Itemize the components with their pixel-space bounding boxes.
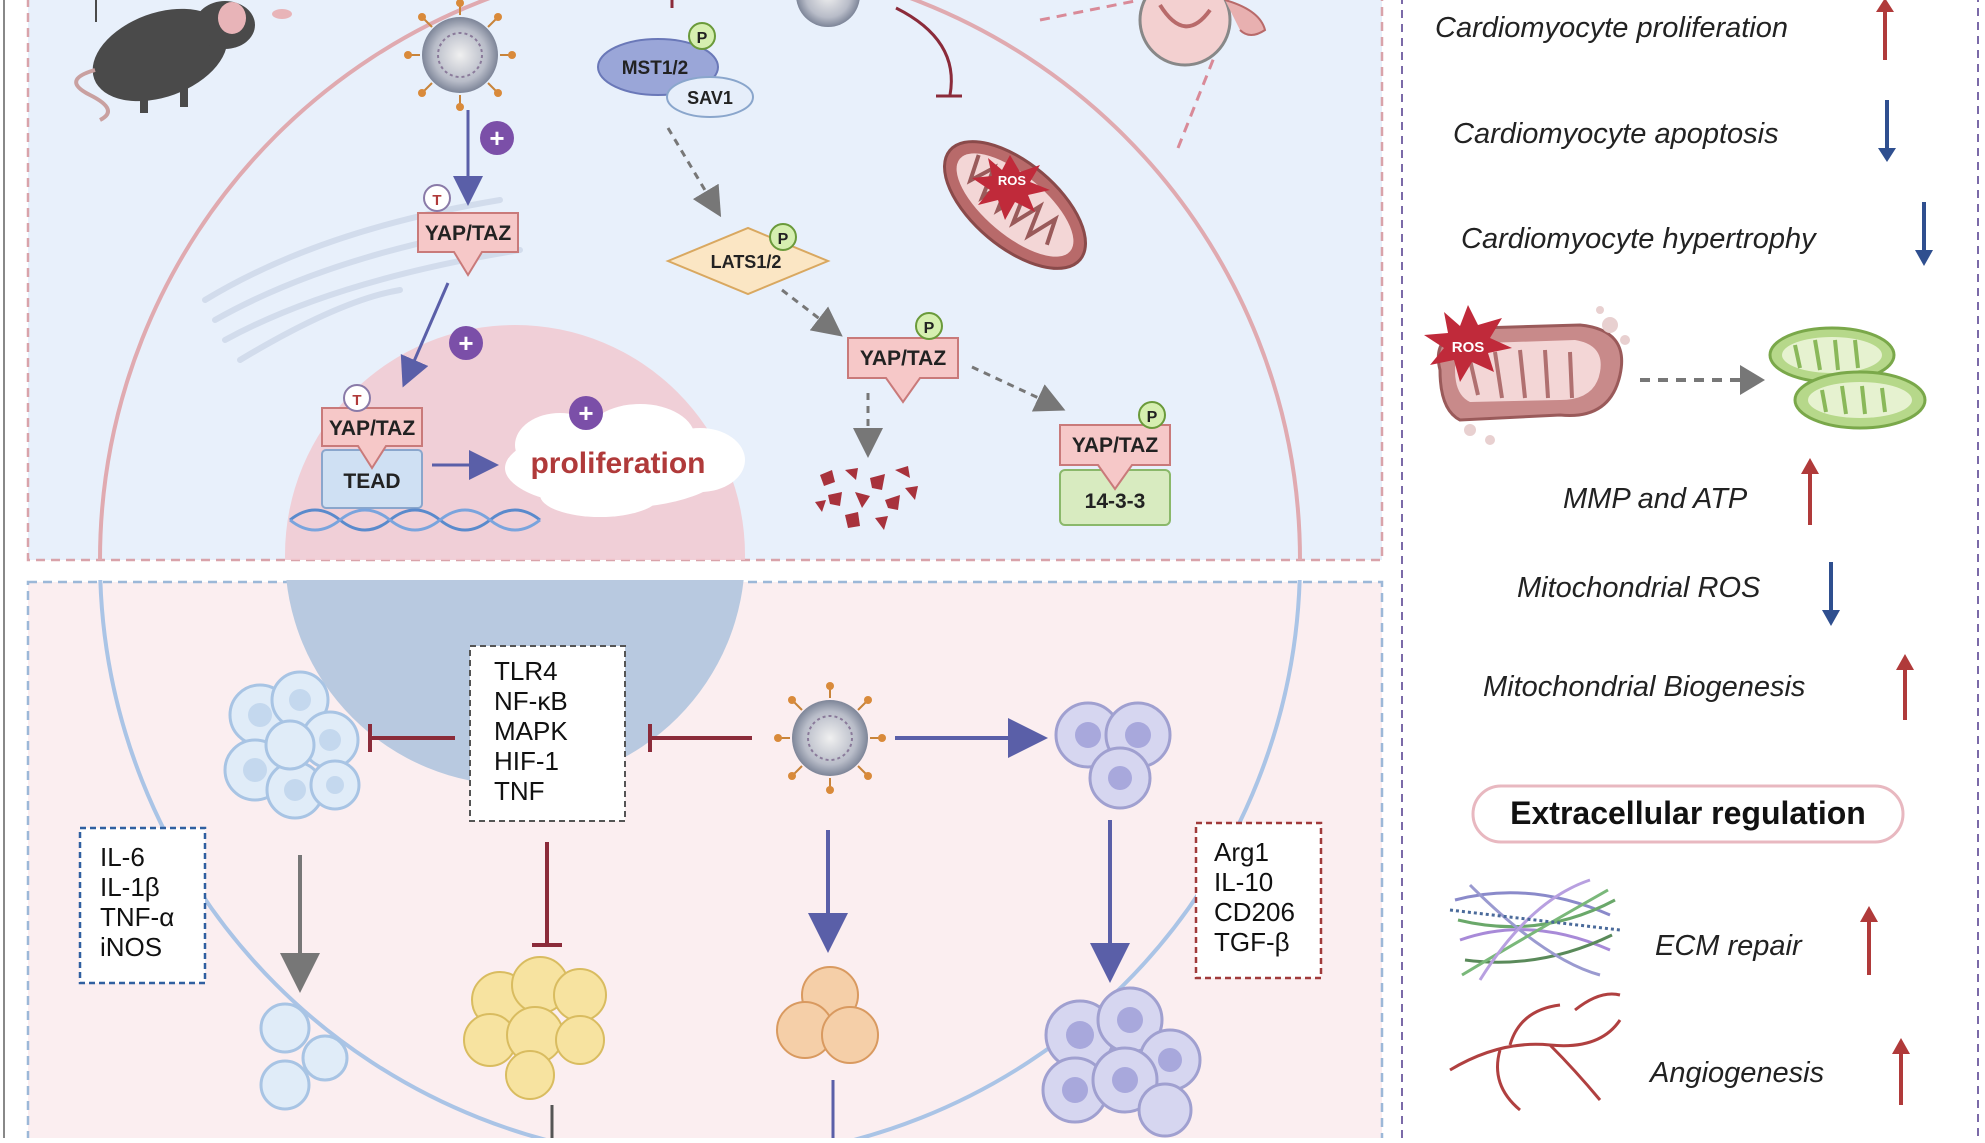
svg-text:YAP/TAZ: YAP/TAZ <box>860 347 947 370</box>
heart-illustration <box>1138 0 1267 67</box>
degradation-fragments <box>815 466 918 530</box>
svg-text:HIF-1: HIF-1 <box>494 746 559 776</box>
down-arrow-apoptosis <box>1878 100 1896 162</box>
plus-badge-1 <box>480 121 514 155</box>
down-arrow-mito-ros <box>1822 562 1840 626</box>
yap-taz-14-3-3-complex: 14-3-3 YAP/TAZ P <box>1059 401 1171 526</box>
ecm-fibers-icon <box>1449 878 1621 981</box>
svg-text:TNF: TNF <box>494 776 545 806</box>
svg-text:SAV1: SAV1 <box>687 88 733 108</box>
m1-cells-resulting <box>259 1002 349 1111</box>
up-arrow-proliferation <box>1876 0 1894 60</box>
activation-arrow-2 <box>400 282 450 388</box>
svg-text:YAP/TAZ: YAP/TAZ <box>329 417 416 440</box>
yellow-cell-cluster <box>463 956 607 1100</box>
healthy-mitochondria <box>1768 326 1927 430</box>
svg-text:CD206: CD206 <box>1214 897 1295 927</box>
effect-label-mito-ros: Mitochondrial ROS <box>1517 572 1761 604</box>
svg-text:proliferation: proliferation <box>530 447 705 480</box>
dashed-arrow-lats-yap <box>781 288 843 337</box>
nanoparticle-icon <box>404 0 516 111</box>
m2-nuclei <box>1075 722 1151 790</box>
extracellular-heading-pill <box>1471 784 1905 844</box>
svg-text:IL-10: IL-10 <box>1214 867 1273 897</box>
m2-cells-nuclei <box>1062 1007 1182 1103</box>
svg-text:T: T <box>432 192 441 209</box>
svg-text:TLR4: TLR4 <box>494 656 558 686</box>
up-arrow-ecm-repair <box>1860 906 1878 975</box>
svg-text:P: P <box>924 320 935 337</box>
m1-marker-box <box>78 826 207 985</box>
yap-taz-cytoplasm: YAP/TAZ T <box>417 184 519 277</box>
effect-label-proliferation: Cardiomyocyte proliferation <box>1435 12 1788 44</box>
dashed-arrow-mito-head <box>1740 365 1765 395</box>
right-panel-border <box>1401 0 1979 1143</box>
svg-text:YAP/TAZ: YAP/TAZ <box>1072 434 1159 457</box>
plus-badge-3 <box>569 396 603 430</box>
yap-taz-tead-complex: TEAD YAP/TAZ T <box>321 384 423 509</box>
yap-taz-phosphorylated: YAP/TAZ P <box>847 312 959 404</box>
m1-marker-list: IL-6 IL-1β TNF-α iNOS <box>100 842 174 962</box>
nanoparticle-icon-bottom <box>774 682 886 794</box>
svg-text:T: T <box>352 392 361 409</box>
effect-label-mito-biogenesis: Mitochondrial Biogenesis <box>1483 671 1805 703</box>
up-arrow-angiogenesis <box>1892 1038 1910 1105</box>
svg-text:TGF-β: TGF-β <box>1214 927 1290 957</box>
inhibition-arrow-mito <box>895 6 953 96</box>
dna-strand <box>289 508 541 532</box>
svg-text:iNOS: iNOS <box>100 932 162 962</box>
ros-burst-top <box>972 155 1050 220</box>
m2-marker-box <box>1194 821 1323 980</box>
m2-marker-list: Arg1 IL-10 CD206 TGF-β <box>1214 837 1295 957</box>
lats-kinase: LATS1/2 P <box>665 223 831 296</box>
ros-label-top: ROS <box>998 173 1027 188</box>
svg-text:P: P <box>697 30 708 47</box>
effect-label-hypertrophy: Cardiomyocyte hypertrophy <box>1461 223 1817 255</box>
svg-text:MAPK: MAPK <box>494 716 568 746</box>
plus-badge-2 <box>449 326 483 360</box>
mst-sav-complex: MST1/2 SAV1 P <box>597 22 754 118</box>
down-arrow-hypertrophy <box>1915 202 1933 266</box>
effect-label-mmp-atp: MMP and ATP <box>1563 483 1748 515</box>
pathway-list: TLR4 NF-κB MAPK HIF-1 TNF <box>494 656 568 806</box>
plus-sign-3: + <box>578 398 593 428</box>
svg-text:IL-1β: IL-1β <box>100 872 160 902</box>
extracellular-heading: Extracellular regulation <box>1510 795 1866 831</box>
svg-text:P: P <box>778 231 789 248</box>
svg-text:TNF-α: TNF-α <box>100 902 174 932</box>
ros-label-right: ROS <box>1452 339 1485 356</box>
angiogenesis-vessels-icon <box>1449 992 1622 1112</box>
svg-text:MST1/2: MST1/2 <box>622 58 689 79</box>
dashed-arrow-yap-1433 <box>971 365 1066 412</box>
mouse-illustration <box>74 0 292 122</box>
svg-text:TEAD: TEAD <box>343 470 400 493</box>
plus-sign-2: + <box>458 328 473 358</box>
up-arrow-mmp-atp <box>1801 458 1819 525</box>
svg-text:Arg1: Arg1 <box>1214 837 1269 867</box>
up-arrow-mito-biogenesis <box>1896 654 1914 720</box>
svg-text:NF-κB: NF-κB <box>494 686 568 716</box>
orange-cell-cluster <box>776 966 879 1064</box>
svg-text:P: P <box>1147 409 1158 426</box>
svg-text:LATS1/2: LATS1/2 <box>711 252 782 272</box>
effect-label-angiogenesis: Angiogenesis <box>1648 1057 1824 1089</box>
effect-label-ecm-repair: ECM repair <box>1655 930 1803 962</box>
ros-burst-right <box>1424 305 1512 382</box>
plus-sign-1: + <box>489 123 504 153</box>
dashed-arrow-mst-lats <box>666 127 722 218</box>
svg-text:YAP/TAZ: YAP/TAZ <box>425 222 512 245</box>
pathway-box <box>469 645 626 822</box>
effect-label-apoptosis: Cardiomyocyte apoptosis <box>1453 118 1779 150</box>
svg-text:IL-6: IL-6 <box>100 842 145 872</box>
m1-nuclei <box>243 689 344 801</box>
nanoparticle-icon-top <box>796 0 860 27</box>
svg-text:14-3-3: 14-3-3 <box>1085 490 1146 513</box>
